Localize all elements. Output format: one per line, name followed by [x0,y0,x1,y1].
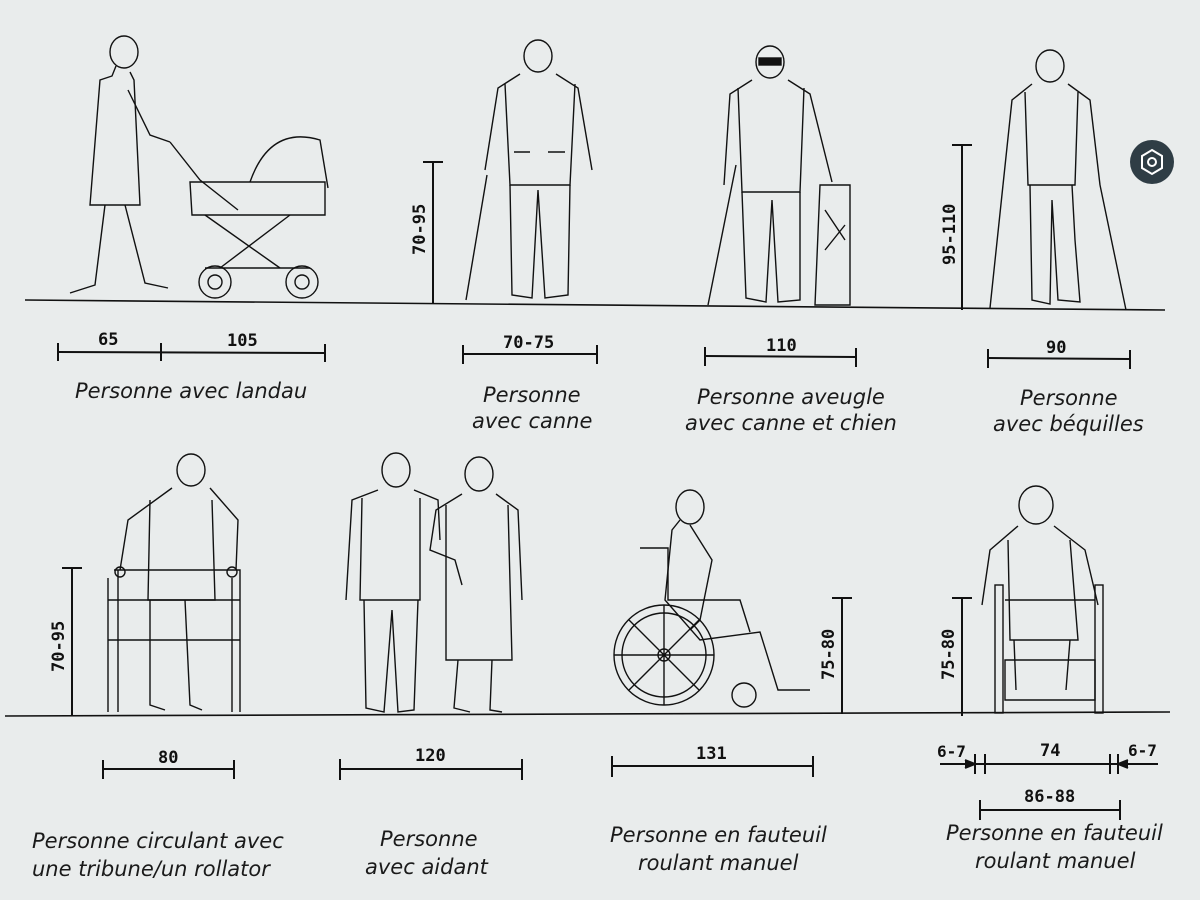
width-label-pram-right: 105 [227,331,258,351]
caption-cane-line2: avec canne [472,409,592,433]
margin-label-left: 6-7 [937,742,966,761]
ground-line-top [24,299,1166,311]
seat-width-label: 74 [1040,741,1060,761]
figure-person-with-pram [69,35,329,299]
figure-wheelchair-front [981,485,1104,714]
caption-wheelchair-front-line2: roulant manuel [975,849,1136,873]
caption-crutches-line1: Personne [1020,386,1118,410]
width-label-caregiver: 120 [415,746,446,766]
caption-rollator-line2: une tribune/un rollator [32,857,271,881]
width-dimension-cane [462,345,598,364]
width-dimension-wheelchair-front-seat [940,754,1158,774]
width-dimension-blind [704,347,857,367]
caption-blind-line2: avec canne et chien [685,411,897,435]
total-width-label: 86-88 [1024,787,1075,807]
ground-line-bottom [4,711,1171,717]
figure-person-with-rollator [107,453,241,712]
width-dimension-pram [57,343,326,362]
width-label-cane: 70-75 [503,333,554,353]
width-dimension-wheelchair-front-total [979,800,1121,820]
caption-caregiver-line2: avec aidant [365,855,489,879]
height-label-rollator: 70-95 [49,621,69,672]
hexagon-nut-icon[interactable] [1130,140,1174,184]
caption-wheelchair-side-line1: Personne en fauteuil [610,823,827,847]
width-dimension-wheelchair-side [611,756,814,777]
width-dimension-rollator [102,760,235,779]
width-label-wheelchair-side: 131 [696,744,727,764]
caption-wheelchair-front-line1: Personne en fauteuil [946,821,1163,845]
caption-blind-line1: Personne aveugle [697,385,885,409]
figure-person-with-cane [465,39,593,301]
caption-crutches-line2: avec béquilles [993,412,1144,436]
width-label-pram-left: 65 [98,330,118,350]
figure-person-with-crutches [989,49,1127,311]
caption-caregiver-line1: Personne [380,827,478,851]
width-label-rollator: 80 [158,748,178,768]
height-label-crutches: 95-110 [940,204,960,265]
caption-pram: Personne avec landau [75,379,307,403]
figure-blind-person-with-dog [707,45,851,306]
width-label-crutches: 90 [1046,338,1066,358]
width-label-blind: 110 [766,336,797,356]
height-label-wheelchair-side: 75-80 [819,629,839,680]
caption-rollator-line1: Personne circulant avec [32,829,284,853]
figure-wheelchair-side [613,489,810,708]
caption-wheelchair-side-line2: roulant manuel [638,851,799,875]
width-dimension-caregiver [339,759,523,780]
width-dimension-crutches [987,349,1131,369]
margin-label-right: 6-7 [1128,741,1157,760]
caption-cane-line1: Personne [483,383,581,407]
height-label-cane: 70-95 [410,204,430,255]
figure-person-with-caregiver [345,452,523,713]
height-label-wheelchair-front: 75-80 [939,629,959,680]
